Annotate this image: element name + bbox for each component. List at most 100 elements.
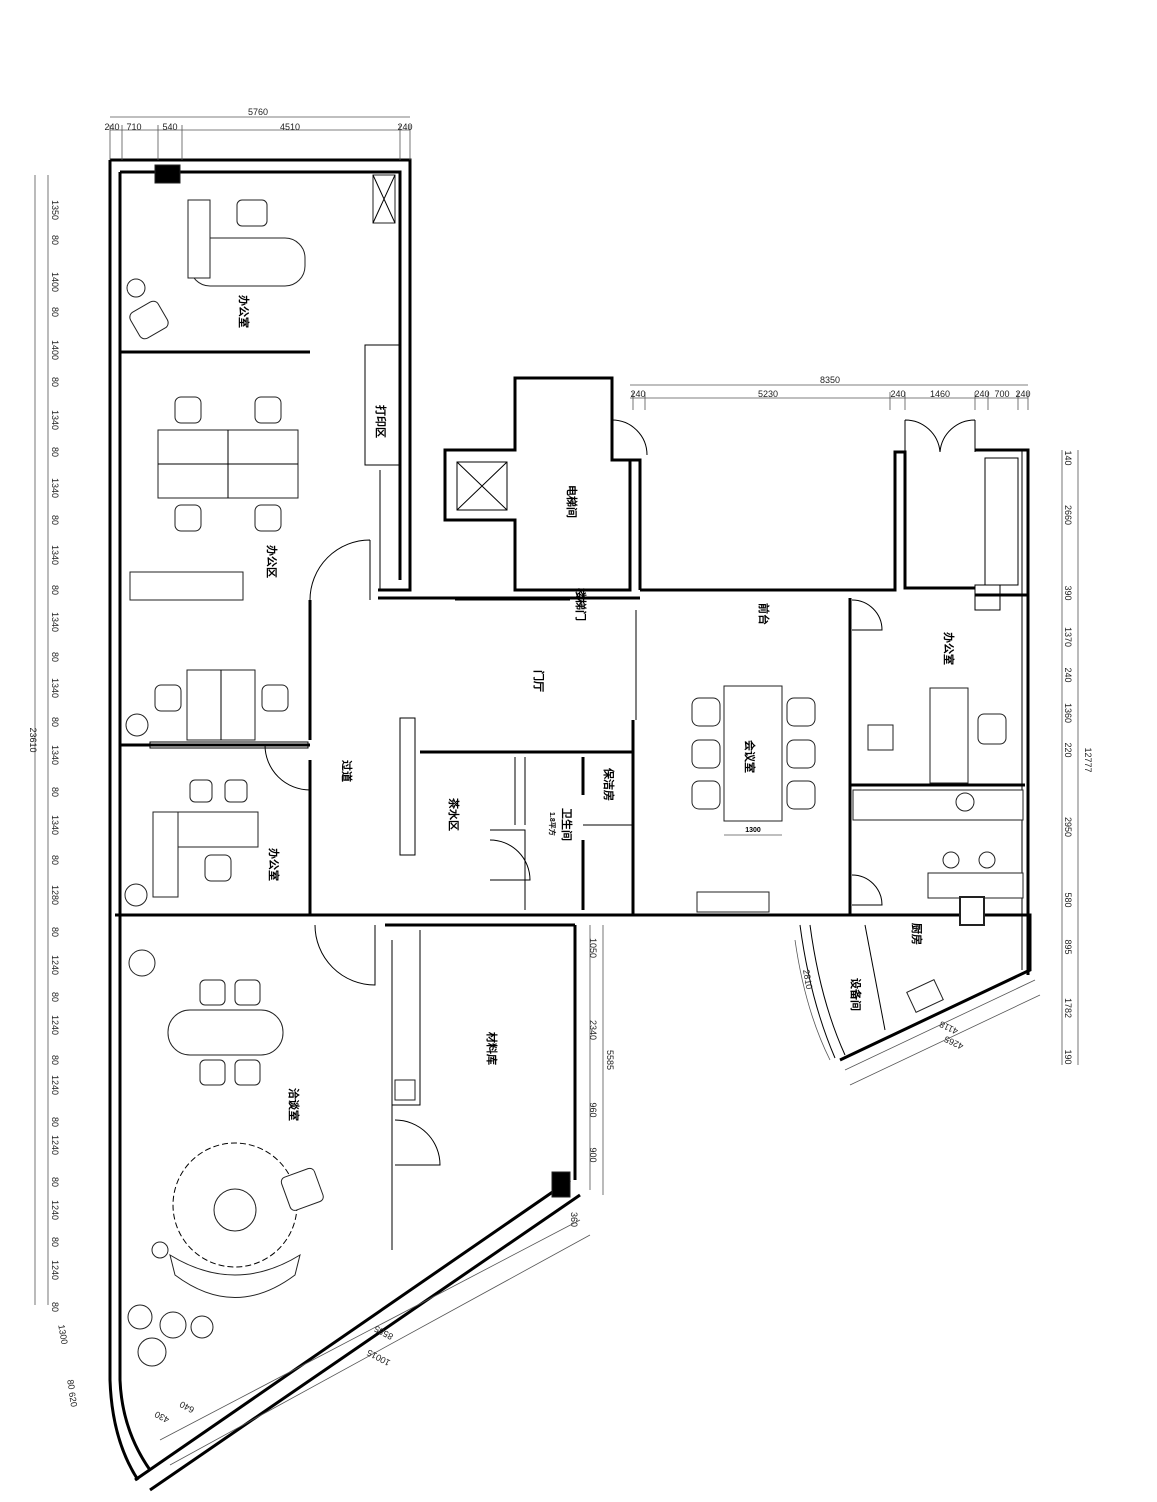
negotiation-chairs (199, 979, 261, 1086)
dim-left-segment: 1340 (50, 745, 60, 765)
dim-left-segment: 80 (50, 992, 60, 1002)
doors (264, 419, 976, 1166)
dim-left-segment: 80 (50, 717, 60, 727)
dim-left-segment: 1340 (50, 815, 60, 835)
plant (124, 883, 148, 907)
label-office-left-lower: 办公室 (267, 848, 281, 881)
reception-counter (129, 571, 244, 601)
dim-arc: 2810 (801, 969, 814, 990)
dim-left-segment: 80 (50, 235, 60, 245)
dim-left-segment: 80 (50, 1237, 60, 1247)
label-material-storage: 材料库 (485, 1032, 499, 1065)
dim-top-right-segment: 240 (630, 389, 645, 399)
label-tea-area: 茶水区 (447, 797, 461, 831)
armchair (280, 1167, 324, 1211)
dimensions: 5760 8350 23610 12777 5585 360 8585 1001… (28, 107, 1093, 1466)
dim-diag-end-0: 640 (178, 1399, 196, 1415)
dim-right-segment: 1782 (1063, 998, 1073, 1018)
dim-left-segment: 1350 (50, 200, 60, 220)
dim-top-segment: 240 (397, 122, 412, 132)
dim-left-segment: 1240 (50, 1260, 60, 1280)
dim-left-segment: 80 (50, 307, 60, 317)
dim-left-segment: 80 (50, 1055, 60, 1065)
meeting-table (723, 685, 783, 822)
dim-material-total: 5585 (605, 1050, 615, 1070)
dim-left-bottom: 1300 (56, 1324, 69, 1345)
dim-left-segment: 1240 (50, 1135, 60, 1155)
column (959, 896, 985, 926)
dim-meeting-table-width: 1300 (745, 827, 761, 834)
oval-table (167, 1009, 284, 1056)
label-office-right: 办公室 (942, 632, 956, 665)
dim-left-segment: 80 (50, 447, 60, 457)
dim-left-segment: 1240 (50, 1015, 60, 1035)
label-corridor: 过道 (340, 760, 354, 782)
dim-top-right-segment: 240 (890, 389, 905, 399)
dim-material-segment: 2340 (588, 1020, 598, 1040)
dim-right-segment: 2660 (1063, 505, 1073, 525)
dim-top-right-segment: 5230 (758, 389, 778, 399)
side-table (126, 278, 146, 298)
label-restroom: 卫生间 (560, 808, 574, 841)
dim-diag-inner: 8585 (372, 1324, 394, 1342)
column (154, 164, 181, 184)
dim-left-bottom: 620 (67, 1391, 79, 1408)
dim-left-segment: 80 (50, 377, 60, 387)
dim-right-segment: 240 (1063, 667, 1073, 682)
dim-left-segment: 1340 (50, 612, 60, 632)
furniture (124, 174, 1024, 1367)
counter (852, 789, 1024, 821)
sink (955, 792, 975, 812)
dim-left-segment: 1400 (50, 272, 60, 292)
label-negotiation-room: 洽谈室 (287, 1088, 301, 1121)
dim-left-segment: 80 (50, 787, 60, 797)
dim-right-segment: 190 (1063, 1049, 1073, 1064)
dim-diag-end-1: 430 (153, 1409, 171, 1425)
dim-left-segment: 1340 (50, 545, 60, 565)
side-cabinet (187, 199, 211, 279)
dim-top-right-segment: 240 (1015, 389, 1030, 399)
dim-kitchen-inner: 4118 (938, 1019, 960, 1036)
label-equipment-room: 设备间 (849, 978, 863, 1011)
dim-left-segment: 1240 (50, 1075, 60, 1095)
label-office-area: 办公区 (265, 545, 279, 578)
dim-left-segment: 80 (50, 927, 60, 937)
dim-left-segment: 1340 (50, 410, 60, 430)
plant (125, 713, 149, 737)
coffee-table (213, 1188, 257, 1232)
dim-top-total: 5760 (248, 107, 268, 117)
dim-right-segment: 895 (1063, 939, 1073, 954)
sink (394, 1079, 416, 1101)
label-stair-door: 楼梯门 (574, 588, 588, 621)
dim-left-segment: 1240 (50, 1200, 60, 1220)
dim-left-total: 23610 (28, 727, 38, 752)
island (927, 872, 1024, 899)
dim-diag-small: 360 (569, 1212, 579, 1227)
label-cleaning-room: 保洁房 (602, 767, 616, 801)
chair (236, 199, 268, 227)
dim-top-segment: 540 (162, 122, 177, 132)
label-elevator-room: 电梯间 (565, 485, 579, 518)
dim-top-right-segment: 700 (994, 389, 1009, 399)
dim-right-segment: 580 (1063, 892, 1073, 907)
dim-right-segment: 1370 (1063, 627, 1073, 647)
label-office-top-left: 办公室 (237, 295, 251, 328)
walls (108, 158, 1032, 1492)
label-restroom-area: 1.8平方 (548, 812, 557, 836)
dim-right-total: 12777 (1083, 747, 1093, 772)
column (551, 1171, 571, 1198)
dim-material-segment: 900 (588, 1147, 598, 1162)
dim-right-segment: 2950 (1063, 817, 1073, 837)
dim-right-segment: 1360 (1063, 703, 1073, 723)
curved-sofa (169, 1253, 301, 1298)
chair (977, 713, 1007, 745)
dim-left-segment: 80 (50, 515, 60, 525)
label-reception: 前台 (757, 603, 771, 625)
dim-right-segment: 140 (1063, 450, 1073, 465)
dim-material-segment: 1050 (588, 938, 598, 958)
dim-left-segment: 1280 (50, 885, 60, 905)
meeting-chairs (691, 697, 816, 810)
dim-top-segment: 710 (126, 122, 141, 132)
dim-left-segment: 1240 (50, 955, 60, 975)
